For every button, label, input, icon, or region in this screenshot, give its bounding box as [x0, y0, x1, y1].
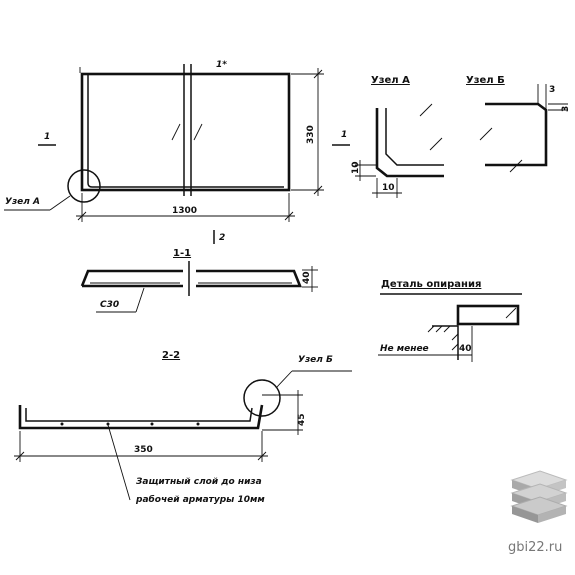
node-a-callout-circle [67, 169, 101, 203]
section-1-1-depth-dimension: 40 [302, 271, 312, 284]
node-b-dim-b: 3 [561, 106, 571, 112]
plan-node-a-callout: Узел А [5, 197, 40, 207]
section-2-2-node-b-callout: Узел Б [298, 355, 333, 365]
section-2-2: 2-2 Узел Б 45 350 Защитный слой до низа … [14, 350, 352, 505]
support-hatch [427, 325, 459, 351]
stacked-slabs-logo-icon [510, 470, 568, 523]
section-2-2-depth-dimension: 45 [297, 413, 307, 426]
section-2-2-outline [18, 404, 264, 430]
support-detail-title: Деталь опирания [381, 279, 481, 290]
node-a-dim-a: 10 [351, 161, 361, 174]
plan-break-marks [171, 123, 203, 141]
section-2-2-inner [25, 407, 253, 422]
node-b-title: Узел Б [466, 75, 505, 86]
support-min-label: Не менее [380, 344, 429, 354]
section-1-1-left-top [80, 269, 183, 287]
section-2-2-cover-note-line1: Защитный слой до низа [136, 477, 262, 487]
plan-view: 1* 2 1 1 1300 330 Узел А [4, 60, 350, 244]
plan-inner-rib [87, 74, 284, 188]
section-1-1: 1-1 40 С30 [80, 248, 318, 313]
plan-cut-top-label: 1* [216, 60, 227, 70]
node-a-outer [375, 108, 444, 178]
node-a-detail: Узел А 10 10 [351, 75, 444, 198]
support-detail: Деталь опирания Не менее 40 [378, 279, 522, 362]
support-slab [456, 304, 520, 326]
section-2-2-width-dimension: 350 [134, 445, 153, 455]
plan-side-label-left: 1 [44, 132, 50, 142]
node-a-inner [385, 108, 444, 166]
node-a-title: Узел А [371, 75, 410, 86]
support-min-value: 40 [459, 344, 472, 354]
watermark-text: gbi22.ru [508, 540, 562, 555]
plan-side-label-right: 1 [341, 130, 347, 140]
section-2-2-leader [107, 424, 131, 501]
section-1-1-title: 1-1 [173, 248, 191, 259]
section-2-2-title: 2-2 [162, 350, 180, 361]
node-a-dim-b: 10 [382, 183, 395, 193]
support-wall [432, 325, 459, 360]
plan-outline [80, 72, 291, 192]
plan-height-dimension: 330 [306, 125, 316, 144]
node-b-callout-circle [243, 379, 281, 417]
node-b-dim-a: 3 [549, 85, 555, 95]
plan-cut-bottom-label: 2 [219, 233, 225, 243]
section-2-2-cover-note-line2: рабочей арматуры 10мм [135, 494, 265, 505]
plan-width-dimension: 1300 [172, 206, 197, 216]
section-1-1-rebar-label: С30 [100, 300, 119, 310]
node-b-outer [485, 102, 548, 167]
section-1-1-right [196, 269, 302, 288]
node-b-detail: Узел Б 3 3 [466, 75, 571, 173]
